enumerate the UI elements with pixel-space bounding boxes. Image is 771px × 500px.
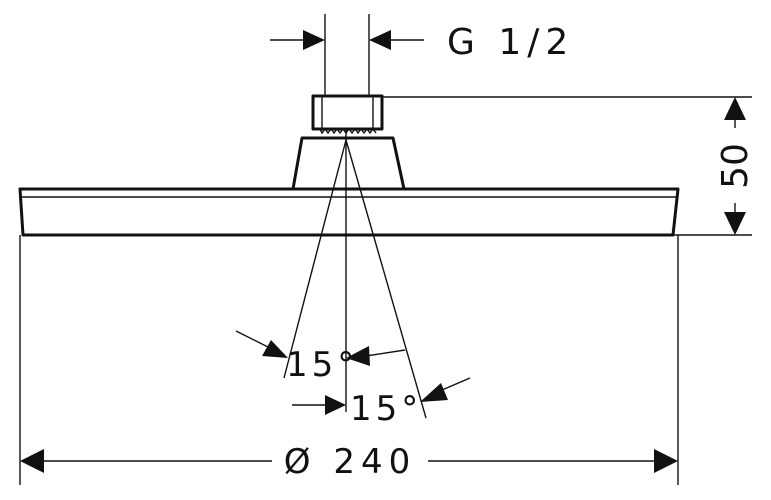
angle-left-leader-1 bbox=[235, 330, 271, 349]
diameter-arrow-left bbox=[20, 449, 44, 473]
height-label: 50 bbox=[715, 143, 756, 189]
angle-right-leader-2 bbox=[441, 377, 471, 391]
swivel-line-left bbox=[283, 139, 347, 379]
swivel-line-right bbox=[345, 139, 427, 419]
thread-connector bbox=[311, 94, 384, 131]
angle-right-arrow-2 bbox=[420, 383, 448, 402]
thread-teeth bbox=[319, 127, 377, 135]
diameter-label: Ø 240 bbox=[284, 442, 416, 482]
angle-left-arrow-2 bbox=[346, 346, 370, 366]
thread-dim-left-arrow bbox=[303, 30, 325, 50]
thread-label: G 1/2 bbox=[447, 22, 574, 63]
shower-plate bbox=[18, 187, 680, 237]
angle-left-arrow-1 bbox=[262, 340, 288, 358]
shower-joint bbox=[291, 136, 406, 190]
angle-right-arrow-1 bbox=[325, 395, 346, 415]
angle-left-leader-2 bbox=[365, 349, 406, 357]
angle-right-label: 15° bbox=[350, 389, 422, 429]
thread-dim-right-arrow bbox=[369, 30, 391, 50]
angle-left-label: 15° bbox=[286, 345, 358, 385]
height-arrow-top bbox=[724, 97, 746, 120]
height-arrow-bottom bbox=[724, 212, 746, 235]
diameter-arrow-right bbox=[654, 449, 678, 473]
